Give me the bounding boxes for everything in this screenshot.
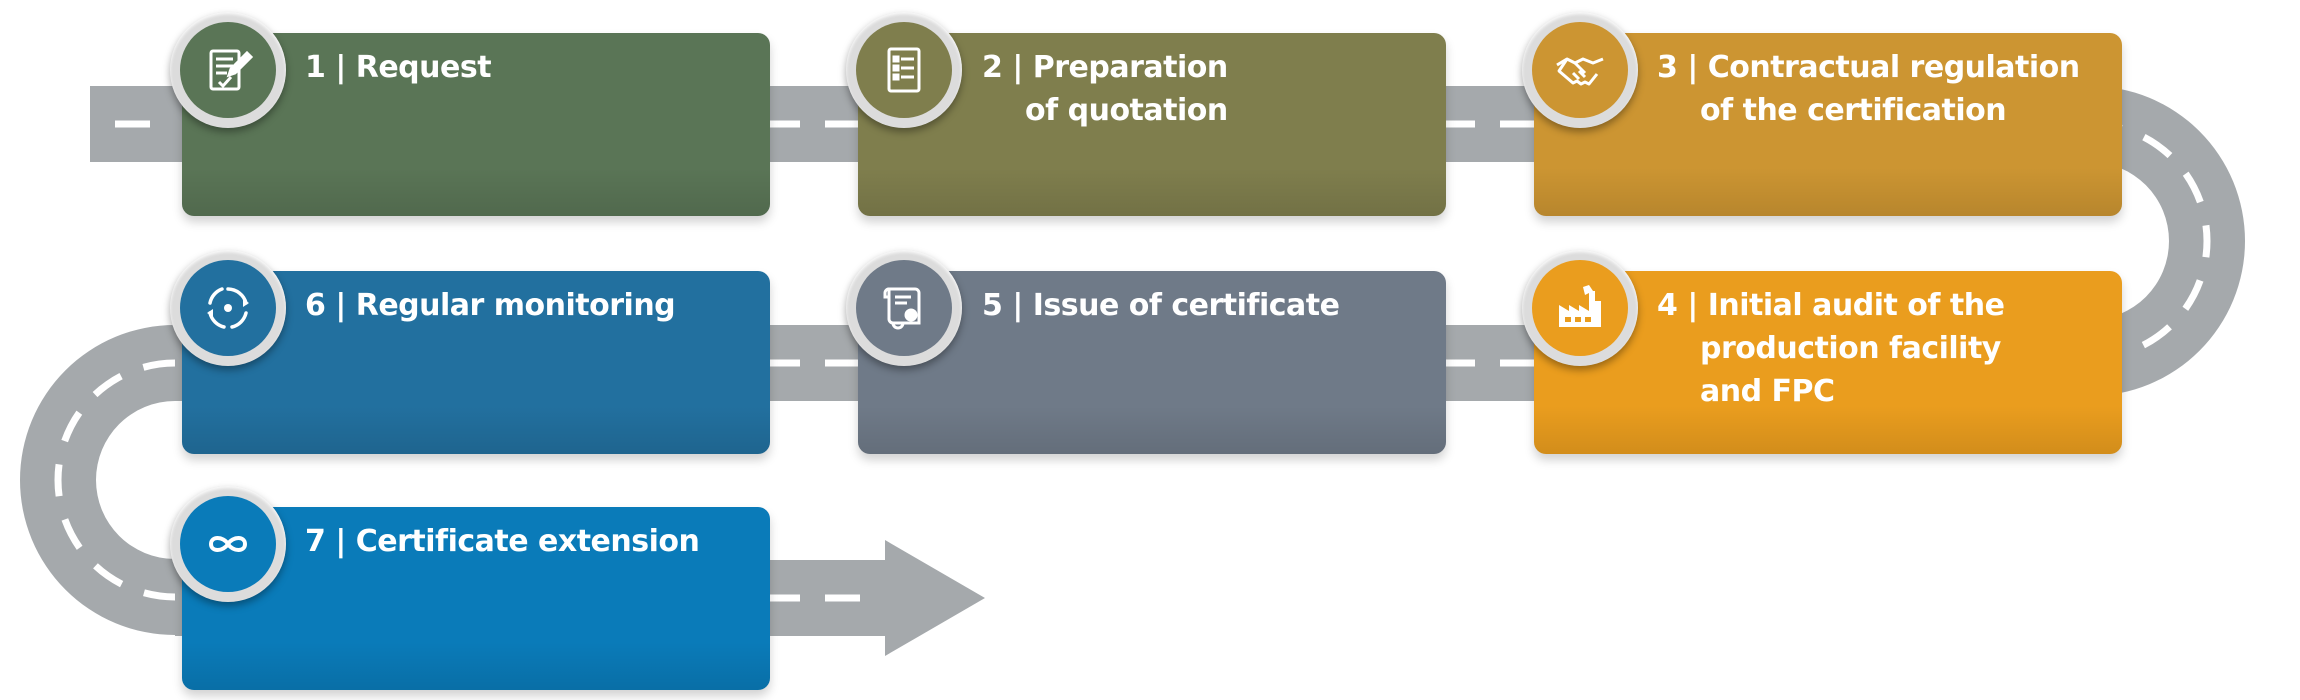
step-label-6: 6 | Regular monitoring <box>305 288 676 323</box>
road-arrow-head <box>885 540 985 656</box>
step-badge-3 <box>1522 12 1638 128</box>
handshake-icon <box>1556 57 1604 86</box>
step-label-7: 7 | Certificate extension <box>305 524 700 559</box>
step-label-5: 5 | Issue of certificate <box>982 288 1340 323</box>
step-badge-4 <box>1522 250 1638 366</box>
contract-sign-icon <box>209 49 254 91</box>
step-badge-1 <box>170 12 286 128</box>
step-badge-7 <box>170 486 286 602</box>
step-badge-6 <box>170 250 286 366</box>
step-badge-2 <box>846 12 962 128</box>
cycle-monitor-icon <box>207 287 249 329</box>
factory-icon <box>1559 285 1601 327</box>
certificate-scroll-icon <box>883 287 921 330</box>
document-list-icon <box>887 47 921 93</box>
step-badge-5 <box>846 250 962 366</box>
step-label-3: 3 | Contractual regulation of the certif… <box>1657 50 2080 128</box>
step-label-1: 1 | Request <box>305 50 492 85</box>
step-label-4: 4 | Initial audit of the production faci… <box>1657 288 2005 409</box>
infinity-loop-icon <box>208 536 248 552</box>
step-label-2: 2 | Preparation of quotation <box>982 50 1228 128</box>
